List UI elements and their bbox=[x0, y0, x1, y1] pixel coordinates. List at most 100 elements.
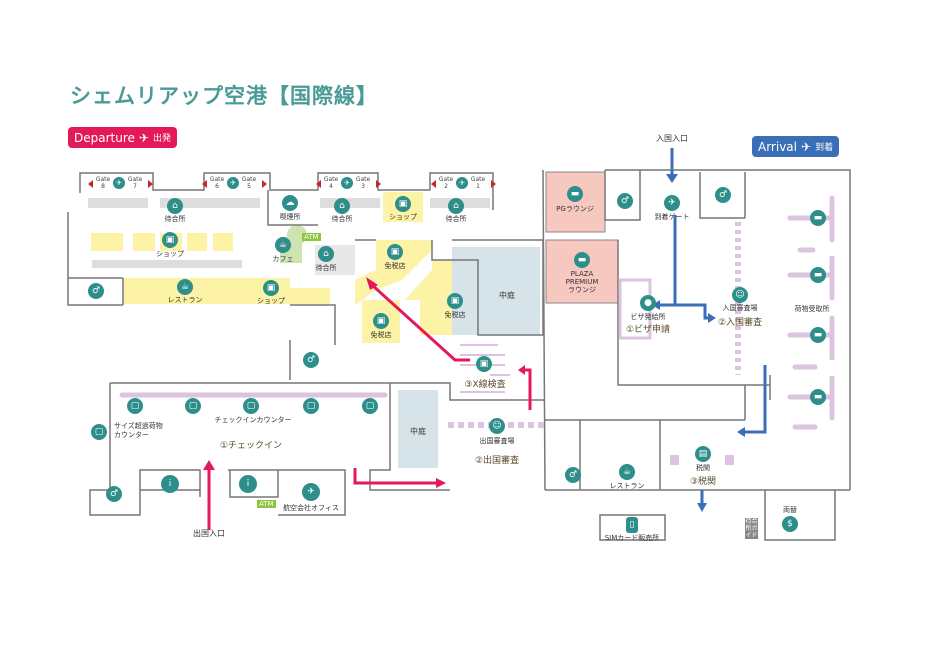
gate-plane-icon: ✈ bbox=[113, 177, 125, 189]
baggage-carousel-icon: ▬ bbox=[810, 267, 826, 283]
arrival-route bbox=[660, 148, 767, 505]
luggage-icon: ▢ bbox=[185, 398, 201, 414]
emigration-area-label: 出国審査場 bbox=[479, 437, 515, 445]
departure-entrance-label: 出国入口 bbox=[193, 529, 225, 538]
arrival-badge: Arrival ✈ 到着 bbox=[752, 136, 840, 157]
page-title: シェムリアップ空港【国際線】 bbox=[70, 84, 378, 108]
xray-icon: ▣ bbox=[476, 356, 492, 372]
cafe-label: カフェ bbox=[272, 255, 294, 263]
baggage-carousel-icon: ▬ bbox=[810, 389, 826, 405]
gate-arrow-icon bbox=[376, 180, 381, 188]
arrival-label: Arrival bbox=[758, 139, 797, 154]
seating bbox=[92, 260, 242, 268]
duty-free-icon: ▣ bbox=[373, 313, 389, 329]
cafe-icon: ☕ bbox=[275, 237, 291, 253]
visa-office-label: ビザ発給所 bbox=[630, 313, 666, 321]
restaurant-icon: ☕ bbox=[619, 464, 635, 480]
xray-step-label: ③X線検査 bbox=[464, 380, 506, 390]
sim-phone-icon: ▯ bbox=[626, 517, 638, 533]
seating bbox=[320, 198, 380, 208]
plaza-premium-area bbox=[545, 239, 619, 304]
luggage-icon: ▢ bbox=[243, 398, 259, 414]
courtyard-1 bbox=[452, 247, 540, 335]
departure-sub-label: 出発 bbox=[152, 134, 171, 144]
lounge-icon: ▬ bbox=[574, 252, 590, 268]
lounge-icon: ▬ bbox=[567, 186, 583, 202]
restroom-icon: ♂ bbox=[565, 467, 581, 483]
waiting-area-icon: ⌂ bbox=[448, 198, 464, 214]
gate-plane-icon: ✈ bbox=[341, 177, 353, 189]
restroom-icon: ♂ bbox=[303, 352, 319, 368]
emigration-icon: ☺ bbox=[489, 418, 505, 434]
shop-icon: ▣ bbox=[263, 280, 279, 296]
gate-arrow-icon bbox=[316, 180, 321, 188]
airline-office-label: 航空会社オフィス bbox=[283, 504, 339, 512]
seating bbox=[160, 198, 260, 208]
shop-icon: ▣ bbox=[395, 196, 411, 212]
duty-free-icon: ▣ bbox=[387, 244, 403, 260]
currency-exchange-icon: $ bbox=[782, 516, 798, 532]
emigration-step-label: ②出国審査 bbox=[474, 456, 520, 466]
arrival-entrance-label: 入国入口 bbox=[656, 134, 688, 143]
waiting-area-icon: ⌂ bbox=[318, 246, 334, 262]
xray-lanes bbox=[460, 344, 510, 393]
sim-label: SIMカード販売所 bbox=[604, 534, 660, 542]
airplane-landing-icon: ✈ bbox=[801, 139, 812, 154]
waiting-area-label: 待合所 bbox=[331, 215, 353, 223]
waiting-area-icon: ⌂ bbox=[334, 198, 350, 214]
restroom-icon: ♂ bbox=[106, 486, 122, 502]
arrival-gate-icon: ✈ bbox=[664, 195, 680, 211]
luggage-icon: ▢ bbox=[303, 398, 319, 414]
immigration-icon: ☺ bbox=[732, 287, 748, 303]
oversize-counter-label: サイズ超過荷物カウンター bbox=[114, 422, 163, 439]
pg-lounge-area bbox=[545, 171, 606, 233]
info-icon: i bbox=[239, 475, 257, 493]
arrival-sub-label: 到着 bbox=[815, 143, 834, 153]
departure-badge: Departure ✈ 出発 bbox=[68, 127, 177, 148]
restaurant-label: レストラン bbox=[167, 296, 203, 304]
departure-route bbox=[207, 283, 532, 530]
visa-step-label: ①ビザ申請 bbox=[625, 325, 671, 335]
atm-badge: ATM bbox=[257, 500, 276, 508]
arrival-gate-label: 到着ゲート bbox=[654, 213, 690, 221]
pg-lounge-label: PGラウンジ bbox=[556, 205, 594, 213]
courtyard-label: 中庭 bbox=[499, 291, 515, 300]
visa-icon: ● bbox=[640, 295, 656, 311]
restroom-icon: ♂ bbox=[617, 193, 633, 209]
customs-label: 税関 bbox=[696, 464, 710, 472]
gate-plane-icon: ✈ bbox=[227, 177, 239, 189]
info-icon: i bbox=[161, 475, 179, 493]
duty-free-label: 免税店 bbox=[444, 311, 466, 319]
guide-waiting-label: 待合所ガイド bbox=[745, 518, 758, 539]
duty-free-icon: ▣ bbox=[447, 293, 463, 309]
waiting-area-label: 待合所 bbox=[445, 215, 467, 223]
baggage-carousel-icon: ▬ bbox=[810, 210, 826, 226]
gate-arrow-icon bbox=[88, 180, 93, 188]
baggage-claim-label: 荷物受取所 bbox=[794, 305, 830, 313]
luggage-icon: ▢ bbox=[91, 424, 107, 440]
customs-step-label: ③税関 bbox=[689, 477, 717, 487]
luggage-icon: ▢ bbox=[127, 398, 143, 414]
waiting-area-label: 待合所 bbox=[164, 215, 186, 223]
waiting-area-icon: ⌂ bbox=[167, 198, 183, 214]
smoking-area-icon: ☁ bbox=[282, 195, 298, 211]
airplane-takeoff-icon: ✈ bbox=[138, 130, 149, 145]
baggage-carousel-icon: ▬ bbox=[810, 327, 826, 343]
gate-arrow-icon bbox=[148, 180, 153, 188]
gate-arrow-icon bbox=[202, 180, 207, 188]
checkin-counter-label: チェックインカウンター bbox=[214, 416, 292, 424]
restroom-icon: ♂ bbox=[88, 283, 104, 299]
seating bbox=[88, 198, 148, 208]
waiting-area-label: 待合所 bbox=[315, 264, 337, 272]
courtyard-label: 中庭 bbox=[410, 427, 426, 436]
restroom-icon: ♂ bbox=[715, 187, 731, 203]
immigration-area-label: 入国審査場 bbox=[722, 304, 758, 312]
